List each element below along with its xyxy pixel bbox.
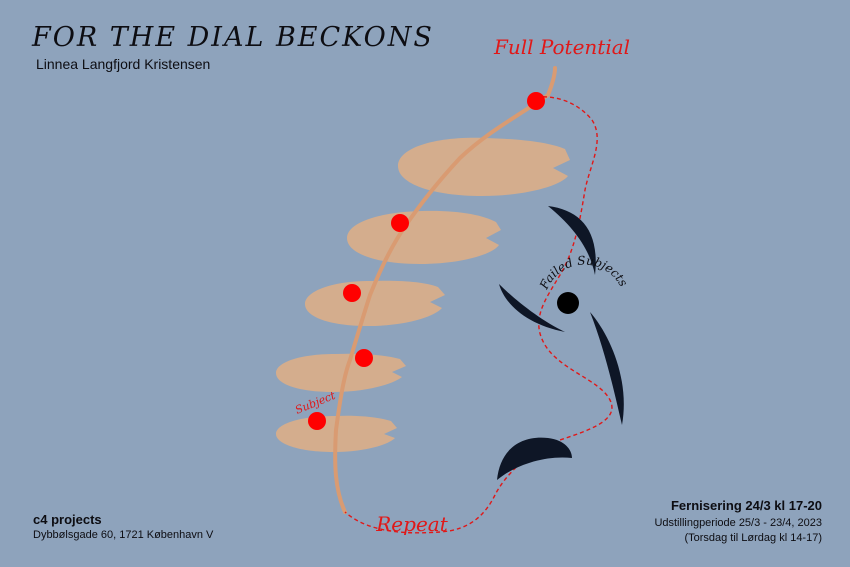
exhibition-info: Fernisering 24/3 kl 17-20 Udstillingperi…	[654, 498, 822, 546]
venue-name: c4 projects	[33, 512, 102, 527]
failed-subject-dot	[557, 292, 579, 314]
blade-top	[548, 206, 596, 275]
subject-dot-4	[355, 349, 373, 367]
full-potential-label: Full Potential	[493, 35, 630, 59]
artist-name: Linnea Langfjord Kristensen	[36, 56, 211, 72]
repeat-path	[344, 96, 613, 534]
venue-address: Dybbølsgade 60, 1721 København V	[33, 529, 214, 541]
opening-date: Fernisering 24/3 kl 17-20	[670, 498, 822, 513]
subject-dot-3	[343, 284, 361, 302]
failed-subjects-label: Failed Subjects	[537, 253, 631, 292]
exhibition-period: Udstillingperiode 25/3 - 23/4, 2023	[654, 517, 822, 529]
subject-dot	[308, 412, 326, 430]
blade-left	[499, 284, 565, 332]
blade-bottom	[497, 437, 572, 480]
poster-title: FOR THE DIAL BECKONS	[32, 22, 434, 53]
repeat-label: Repeat	[375, 512, 448, 536]
disc-2	[347, 210, 501, 264]
disc-4	[276, 353, 406, 392]
subject-dot-2	[391, 214, 409, 232]
potential-dot	[527, 92, 545, 110]
disc-1	[398, 137, 570, 196]
blade-right	[590, 312, 624, 425]
opening-hours: (Torsdag til Lørdag kl 14-17)	[684, 532, 822, 544]
disc-3	[305, 280, 445, 326]
